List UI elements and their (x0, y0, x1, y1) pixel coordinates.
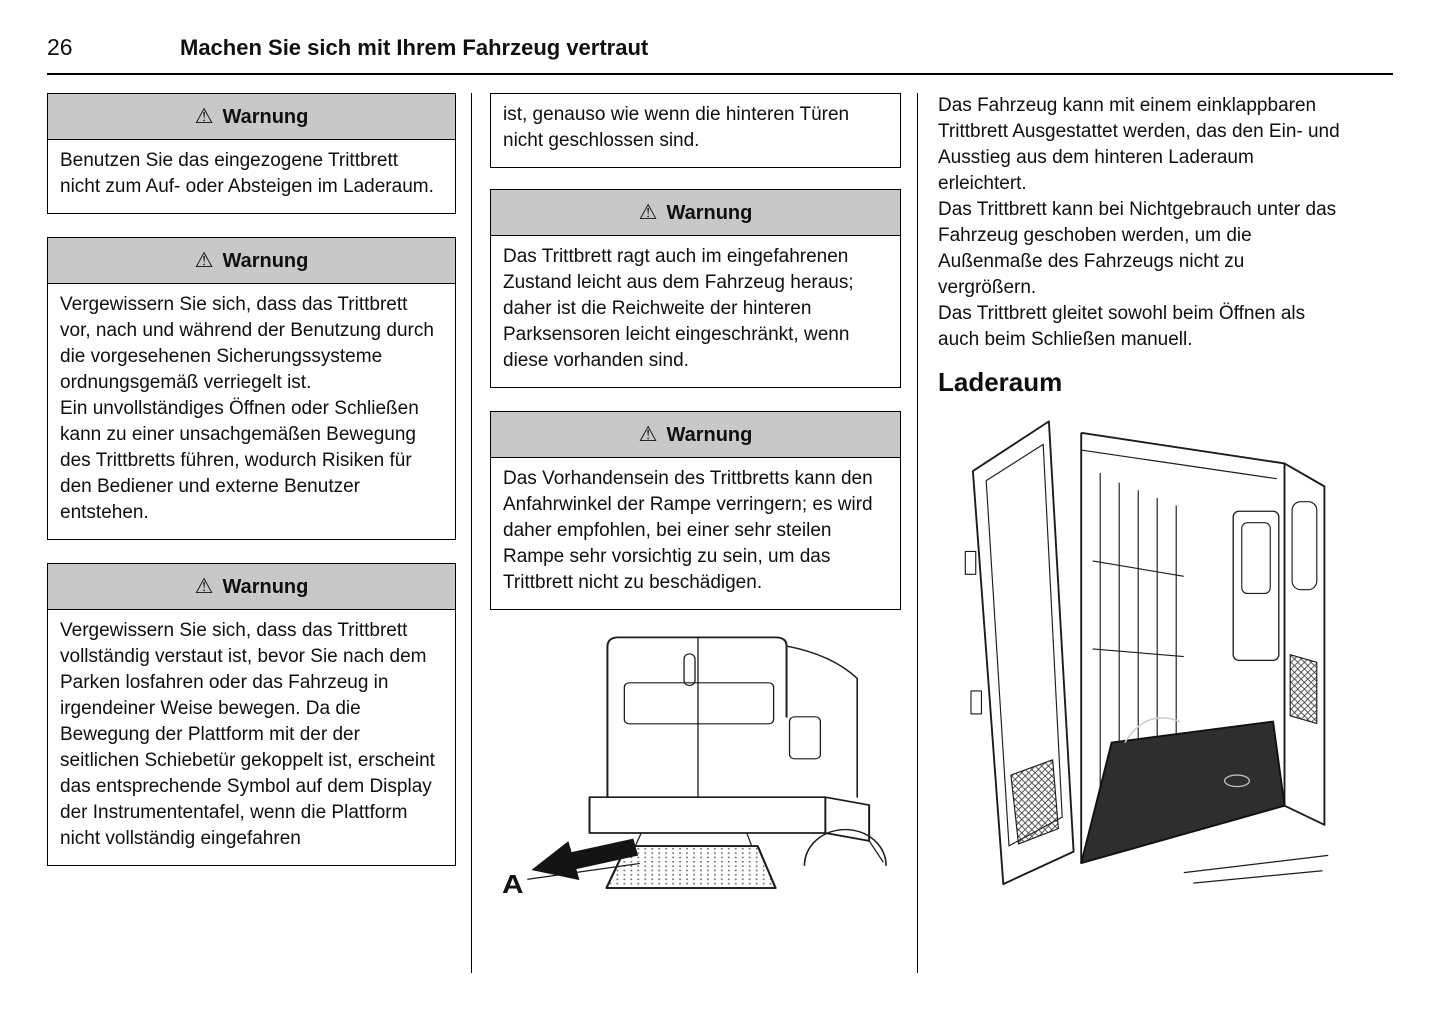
warning-header: ⚠ Warnung (491, 412, 900, 459)
floor-cap (1223, 774, 1251, 788)
wheel-arch (803, 828, 887, 867)
warning-triangle-icon: ⚠ (638, 423, 658, 447)
door-vent-grille (1010, 759, 1059, 845)
warning-box-5: ⚠ Warnung Das Vorhandensein des Trittbret… (490, 411, 901, 611)
warning-body: Benutzen Sie das eingezogene Trittbrett … (60, 150, 434, 198)
doorway-frame (1081, 432, 1286, 806)
warning-body: Das Trittbrett ragt auch im eingefahrene… (503, 246, 854, 372)
warning-header: ⚠ Warnung (48, 238, 455, 285)
warning-body: Vergewissern Sie sich, dass das Trittbre… (60, 294, 434, 524)
warning-title: Warnung (666, 424, 753, 447)
far-door-panel (1232, 510, 1280, 662)
rear-step-figure: A (490, 633, 901, 895)
slide-direction-arrow-icon (531, 838, 639, 881)
warning-body: Vergewissern Sie sich, dass das Trittbre… (60, 620, 435, 850)
license-recess (623, 682, 775, 725)
warning-header: ⚠ Warnung (48, 564, 455, 611)
bumper (588, 796, 827, 835)
warning-box-2: ⚠ Warnung Vergewissern Sie sich, dass das… (47, 237, 456, 541)
warning-title: Warnung (222, 250, 309, 273)
page-header: 26 Machen Sie sich mit Ihrem Fahrzeug ve… (47, 34, 1393, 75)
warning-continuation-box: ist, genauso wie wenn die hinteren Türen… (490, 93, 901, 169)
wheel-arch-interior (1124, 717, 1181, 744)
cargo-floor (1080, 720, 1286, 865)
section-heading-laderaum: Laderaum (938, 367, 1063, 398)
warning-title: Warnung (222, 576, 309, 599)
tail-lamp (788, 716, 822, 760)
door-hinge (964, 550, 977, 576)
content-columns: ⚠ Warnung Benutzen Sie das eingezogene Tr… (47, 93, 1393, 973)
warning-title: Warnung (666, 202, 753, 225)
column-right: Das Fahrzeug kann mit einem einklappbare… (918, 93, 1340, 973)
far-door-window (1241, 522, 1271, 595)
warning-title: Warnung (222, 106, 309, 128)
door-hinge (970, 690, 983, 715)
warning-continuation-text: ist, genauso wie wenn die hinteren Türen… (503, 104, 850, 152)
warning-triangle-icon: ⚠ (194, 249, 214, 273)
door-handle (683, 653, 696, 687)
right-vent-grille (1289, 654, 1318, 725)
column-left: ⚠ Warnung Benutzen Sie das eingezogene Tr… (47, 93, 472, 973)
warning-header: ⚠ Warnung (491, 190, 900, 237)
intro-paragraph: Das Fahrzeug kann mit einem einklappbare… (938, 95, 1340, 351)
warning-box-4: ⚠ Warnung Das Trittbrett ragt auch im ein… (490, 189, 901, 389)
label-leader-line (527, 863, 640, 881)
warning-header: ⚠ Warnung (48, 94, 455, 140)
warning-triangle-icon: ⚠ (638, 201, 658, 225)
right-panel (1284, 462, 1326, 826)
ground-lines (1183, 854, 1329, 884)
right-window (1291, 501, 1318, 591)
warning-box-3: ⚠ Warnung Vergewissern Sie sich, dass das… (47, 563, 456, 867)
warning-body: Das Vorhandensein des Trittbretts kann d… (503, 468, 873, 594)
cargo-area-figure (938, 408, 1340, 886)
page-number: 26 (47, 34, 73, 60)
figure-label-a: A (502, 870, 524, 895)
warning-box-1: ⚠ Warnung Benutzen Sie das eingezogene Tr… (47, 93, 456, 215)
cargo-area-illustration (964, 420, 1329, 886)
interior-wall-ribs (1099, 473, 1177, 793)
page-title: Machen Sie sich mit Ihrem Fahrzeug vertr… (180, 35, 649, 60)
rear-step-illustration: A (502, 636, 887, 895)
warning-triangle-icon: ⚠ (194, 575, 214, 599)
warning-triangle-icon: ⚠ (194, 105, 214, 128)
van-body-outline (606, 636, 788, 799)
column-middle: ist, genauso wie wenn die hinteren Türen… (472, 93, 918, 973)
